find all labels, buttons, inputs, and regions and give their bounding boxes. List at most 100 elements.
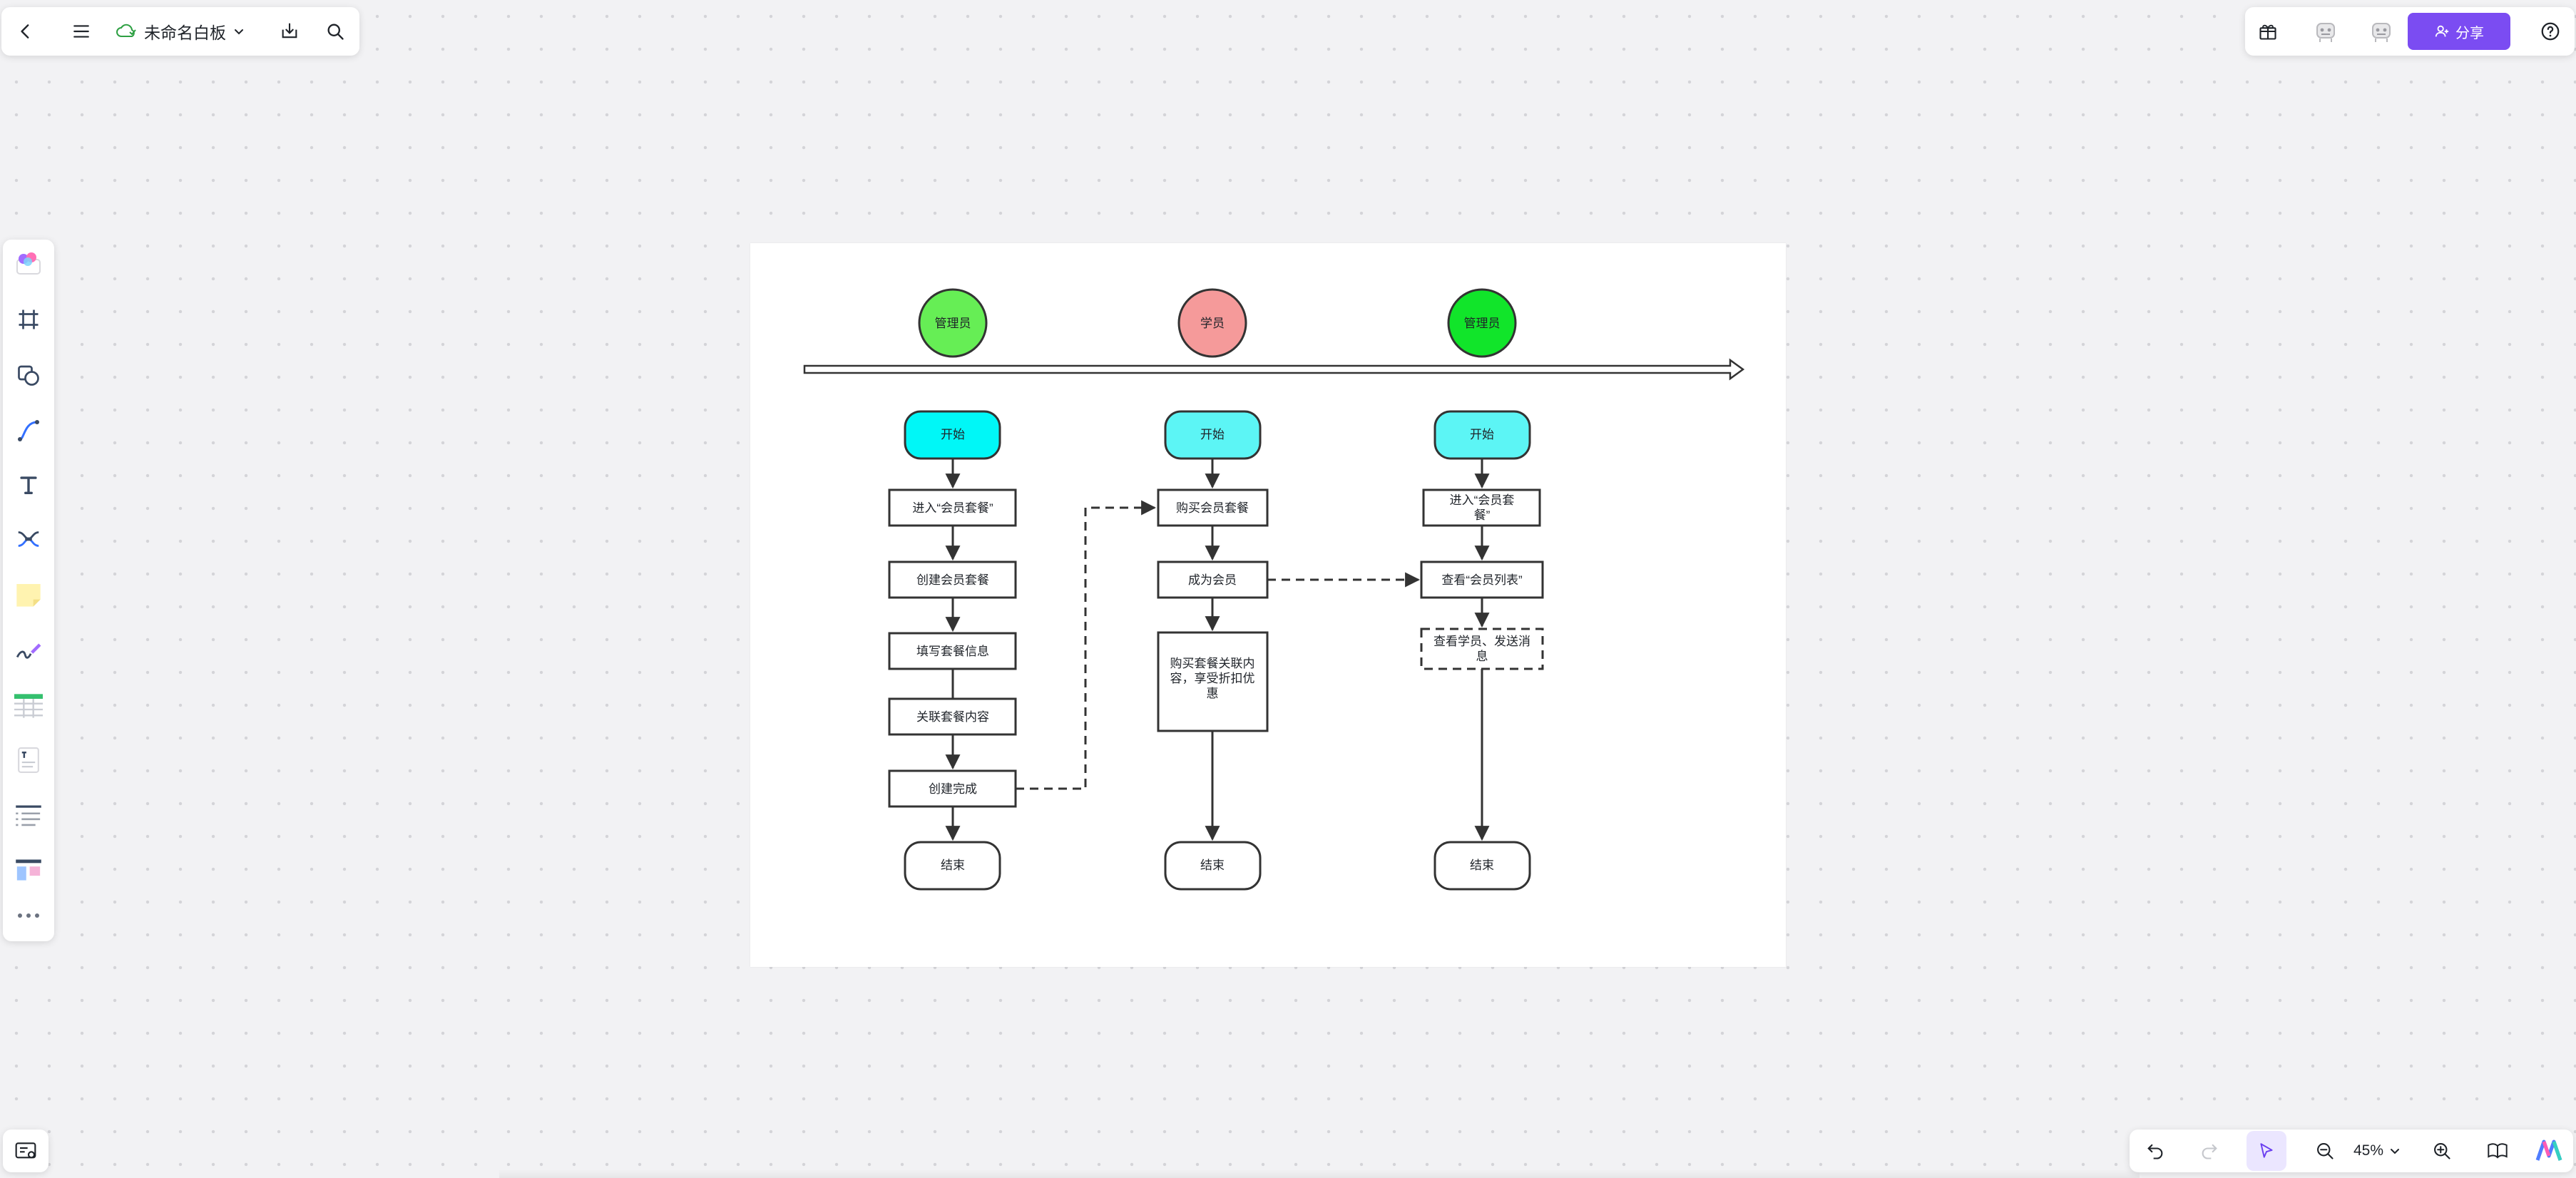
templates-icon <box>16 252 41 275</box>
search-button[interactable] <box>315 11 355 51</box>
zoom-out-button[interactable] <box>2305 1131 2345 1171</box>
zoom-in-icon <box>2434 1143 2450 1159</box>
timeline-arrow[interactable] <box>803 358 1745 381</box>
zoom-level-dropdown[interactable]: 45% <box>2353 1130 2401 1172</box>
gift-icon <box>2259 24 2276 40</box>
scroll-shadow <box>499 1169 2140 1178</box>
book-view-button[interactable] <box>2478 1131 2518 1171</box>
svg-text:成为会员: 成为会员 <box>1188 573 1237 587</box>
role-admin-2[interactable]: 管理员 <box>1447 288 1517 358</box>
col1-step-2[interactable]: 创建会员套餐 <box>888 560 1017 599</box>
kanban-tool[interactable] <box>9 850 48 890</box>
board-name-label: 未命名白板 <box>144 24 226 42</box>
templates-button[interactable] <box>9 244 48 284</box>
help-button[interactable] <box>2530 11 2570 51</box>
svg-text:容，享受折扣优: 容，享受折扣优 <box>1170 672 1255 685</box>
col3-step-3[interactable]: 查看学员、发送消 息 <box>1420 628 1544 670</box>
top-left-toolbar: 未命名白板 <box>1 7 359 56</box>
redo-button[interactable] <box>2189 1131 2229 1171</box>
svg-text:进入“会员套: 进入“会员套 <box>1450 493 1515 507</box>
book-icon <box>2488 1143 2508 1159</box>
col3-end[interactable]: 结束 <box>1433 841 1531 891</box>
redo-icon <box>2202 1144 2217 1159</box>
svg-text:填写套餐信息: 填写套餐信息 <box>916 645 989 658</box>
col1-step-3[interactable]: 填写套餐信息 <box>888 632 1017 670</box>
share-label: 分享 <box>2455 25 2484 41</box>
frame-tool[interactable] <box>9 299 48 339</box>
back-button[interactable] <box>6 11 46 51</box>
minimap-button[interactable] <box>6 1131 46 1171</box>
chevron-down-icon <box>235 29 243 35</box>
svg-text:餐”: 餐” <box>1474 508 1491 522</box>
col1-start[interactable]: 开始 <box>904 410 1001 460</box>
shape-icon <box>18 365 39 386</box>
col1-step-4[interactable]: 关联套餐内容 <box>888 697 1017 736</box>
col3-step-2[interactable]: 查看“会员列表” <box>1420 560 1544 599</box>
chevron-down-icon <box>2391 1149 2400 1154</box>
svg-text:查看学员、发送消: 查看学员、发送消 <box>1433 635 1530 648</box>
bottom-right-toolbar: 45% <box>2130 1130 2573 1172</box>
col2-start[interactable]: 开始 <box>1164 410 1262 460</box>
gift-button[interactable] <box>2248 11 2288 51</box>
board-name-dropdown[interactable]: 未命名白板 <box>116 7 245 56</box>
svg-text:管理员: 管理员 <box>1464 317 1501 330</box>
more-tools-button[interactable] <box>9 896 48 936</box>
text-tool[interactable] <box>9 465 48 505</box>
text-card-icon <box>18 747 39 773</box>
table-tool[interactable] <box>9 686 48 726</box>
col2-step-1[interactable]: 购买会员套餐 <box>1157 488 1269 527</box>
bottom-left-toolbar <box>3 1130 48 1172</box>
collaborator-avatar[interactable] <box>2365 15 2398 48</box>
pen-icon <box>16 643 41 659</box>
col2-step-2[interactable]: 成为会员 <box>1157 560 1269 599</box>
svg-text:惠: 惠 <box>1207 687 1219 700</box>
sticky-note-tool[interactable] <box>9 575 48 615</box>
download-icon <box>282 23 297 39</box>
download-button[interactable] <box>270 11 310 51</box>
text-card-tool[interactable] <box>9 740 48 780</box>
shape-tool[interactable] <box>9 355 48 395</box>
svg-text:结束: 结束 <box>1200 859 1225 872</box>
whiteboard-frame[interactable]: 管理员 学员 管理员 开始 进入“会员套餐” 创建会员套餐 <box>750 243 1786 967</box>
add-user-icon <box>2435 25 2449 37</box>
svg-text:结束: 结束 <box>1470 859 1494 872</box>
col1-step-1[interactable]: 进入“会员套餐” <box>888 488 1017 527</box>
svg-text:学员: 学员 <box>1200 317 1225 330</box>
pen-tool[interactable] <box>9 630 48 670</box>
col1-end[interactable]: 结束 <box>904 841 1001 891</box>
mindmap-tool[interactable] <box>9 519 48 559</box>
col3-step-1[interactable]: 进入“会员套 餐” <box>1422 488 1541 527</box>
mindmap-icon <box>18 531 39 547</box>
ai-assistant-button[interactable] <box>2529 1131 2569 1171</box>
col2-end[interactable]: 结束 <box>1164 841 1262 891</box>
robot-avatar-icon <box>2372 23 2391 42</box>
collaborator-avatar[interactable] <box>2309 15 2342 48</box>
svg-text:关联套餐内容: 关联套餐内容 <box>916 710 989 724</box>
menu-button[interactable] <box>61 11 101 51</box>
connector-tool[interactable] <box>9 411 48 451</box>
col1-step-5[interactable]: 创建完成 <box>888 769 1017 808</box>
col3-start[interactable]: 开始 <box>1433 410 1531 460</box>
select-tool-button[interactable] <box>2247 1131 2286 1171</box>
svg-text:开始: 开始 <box>1470 428 1494 441</box>
svg-text:管理员: 管理员 <box>935 317 971 330</box>
flowchart-diagram: 管理员 学员 管理员 开始 进入“会员套餐” 创建会员套餐 <box>803 288 1745 891</box>
svg-text:查看“会员列表”: 查看“会员列表” <box>1441 573 1523 587</box>
svg-text:创建完成: 创建完成 <box>929 782 977 796</box>
text-icon <box>20 476 37 495</box>
undo-button[interactable] <box>2135 1131 2175 1171</box>
role-student[interactable]: 学员 <box>1177 288 1247 358</box>
col2-step-3[interactable]: 购买套餐关联内 容，享受折扣优 惠 <box>1157 631 1269 732</box>
svg-text:进入“会员套餐”: 进入“会员套餐” <box>912 501 993 515</box>
list-tool[interactable] <box>9 796 48 836</box>
more-icon <box>18 913 39 918</box>
kanban-icon <box>16 859 41 881</box>
chevron-left-icon <box>21 24 29 39</box>
help-icon <box>2541 22 2560 41</box>
svg-text:购买会员套餐: 购买会员套餐 <box>1176 501 1249 515</box>
zoom-level: 45% <box>2353 1142 2384 1159</box>
zoom-in-button[interactable] <box>2422 1131 2462 1171</box>
role-admin-1[interactable]: 管理员 <box>918 288 988 358</box>
search-icon <box>327 24 344 40</box>
share-button[interactable]: 分享 <box>2408 13 2510 50</box>
